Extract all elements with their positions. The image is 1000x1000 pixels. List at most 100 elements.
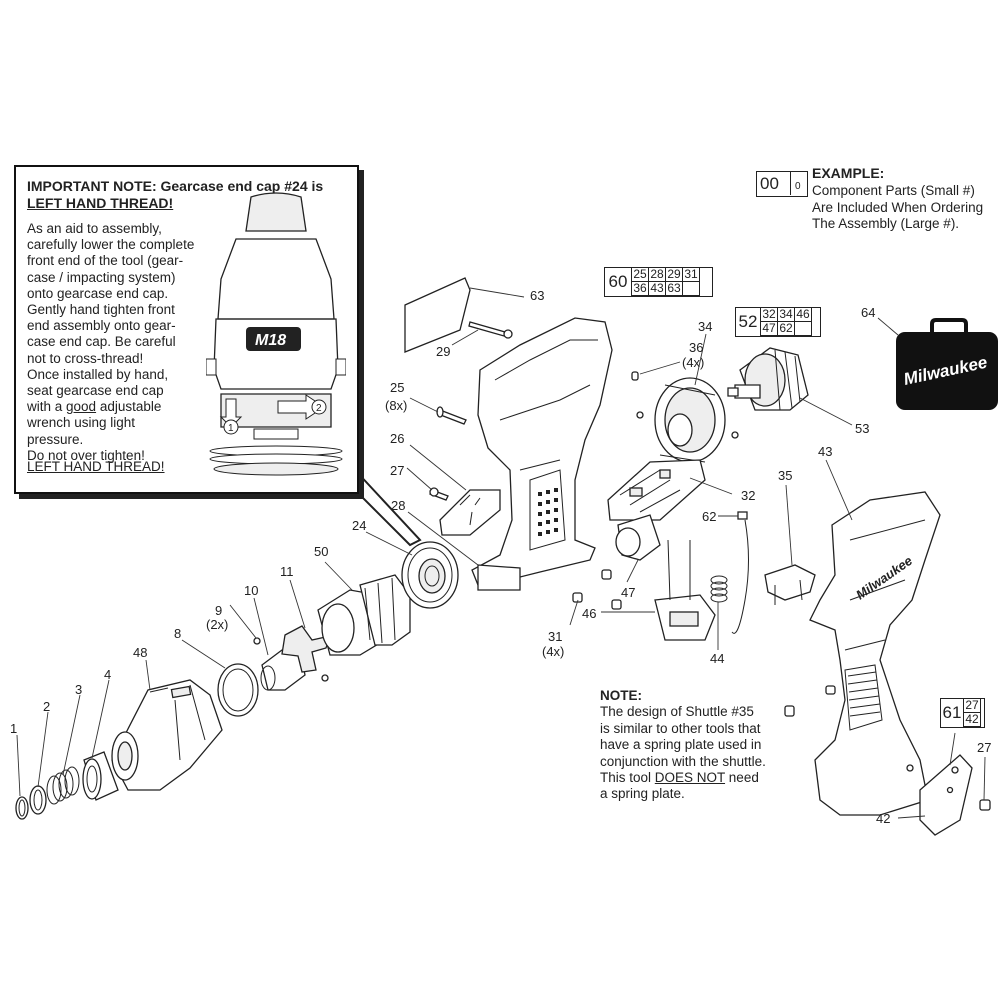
note-line: onto gearcase end cap. (27, 285, 169, 301)
part-32-pcb (607, 459, 706, 521)
note-line-pre: with a (27, 399, 67, 415)
callout-9: 9 (215, 603, 222, 618)
step-1-label: 1 (228, 423, 234, 434)
part-62-clip (731, 511, 749, 634)
component-cell: 31 (682, 267, 700, 282)
assembly-60-components: 25 28 29 31 36 43 63 (631, 267, 700, 296)
part-44-spring (710, 575, 728, 603)
note-line: wrench using light (27, 415, 136, 431)
example-big-number: 00 (760, 174, 779, 193)
callout-27-right: 27 (977, 740, 991, 755)
assembly-61-components: 27 42 (963, 698, 981, 727)
callout-48: 48 (133, 645, 147, 660)
note-line: end assembly onto gear- (27, 318, 176, 334)
example-legend: 00 0 EXAMPLE: Component Parts (Small #) … (756, 165, 996, 235)
shuttle-note-line: a spring plate. (600, 786, 685, 802)
part-29-screw (468, 321, 513, 339)
callout-63: 63 (530, 288, 544, 303)
component-cell: 36 (631, 281, 649, 296)
part-46-battery-terminal (654, 539, 716, 641)
callout-26: 26 (390, 431, 404, 446)
note-line: seat gearcase end cap (27, 383, 164, 399)
callout-2: 2 (43, 699, 50, 714)
example-line: The Assembly (Large #). (812, 216, 960, 231)
callout-8: 8 (174, 626, 181, 641)
assembly-52-components: 32 34 46 47 62 (760, 307, 812, 336)
callout-4: 4 (104, 667, 111, 682)
component-cell (682, 281, 700, 296)
part-42-belt-clip (919, 754, 973, 836)
component-cell: 28 (648, 267, 666, 282)
important-note-box: IMPORTANT NOTE: Gearcase end cap #24 is … (14, 165, 359, 494)
part-11-hammer-pin (281, 625, 331, 673)
note-line: Once installed by hand, (27, 366, 169, 382)
example-title: EXAMPLE: (812, 165, 885, 181)
part-53-rotor-fan (727, 347, 809, 411)
part-3-spring (46, 766, 80, 805)
note-title-emph: LEFT HAND THREAD! (27, 195, 174, 211)
callout-1: 1 (10, 721, 17, 736)
shuttle-note-line: This tool DOES NOT need (600, 770, 800, 786)
housing-half-60 (471, 317, 613, 591)
note-line: pressure. (27, 431, 84, 447)
callout-44: 44 (710, 651, 724, 666)
callout-47: 47 (621, 585, 635, 600)
note-pointer (354, 467, 422, 547)
callout-42: 42 (876, 811, 890, 826)
callout-31-qty: (4x) (542, 644, 564, 659)
part-64-carrying-case: Milwaukee (896, 318, 998, 410)
m18-logo-text: M18 (255, 332, 286, 349)
note-title: IMPORTANT NOTE: Gearcase end cap #24 is … (27, 178, 347, 212)
callout-50: 50 (314, 544, 328, 559)
example-text: Component Parts (Small #) Are Included W… (812, 183, 997, 233)
part-63-label (404, 277, 471, 353)
note-line-emph: good (66, 399, 97, 415)
callout-64: 64 (861, 305, 875, 320)
callout-25-qty: (8x) (385, 398, 407, 413)
callout-labels: 1 2 3 4 48 8 9 (2x) 10 11 50 24 28 27 26… (10, 288, 991, 826)
note-line: front end of the tool (gear- (27, 253, 184, 269)
note-line: not to cross-thread! (27, 350, 144, 366)
assembly-61-box: 61 27 42 (940, 698, 985, 728)
shuttle-note-line: have a spring plate used in (600, 737, 762, 753)
callout-32: 32 (741, 488, 755, 503)
assembly-60-number: 60 (605, 268, 632, 296)
note-line: case / impacting system) (27, 269, 176, 285)
component-cell: 62 (777, 321, 795, 336)
callout-11: 11 (280, 564, 294, 579)
component-cell: 63 (665, 281, 683, 296)
note-footer: LEFT HAND THREAD! (27, 459, 165, 474)
example-line: Component Parts (Small #) (812, 183, 975, 198)
callout-25: 25 (390, 380, 404, 395)
callout-34: 34 (698, 319, 712, 334)
loose-pins-43 (784, 685, 836, 717)
callout-43: 43 (818, 444, 832, 459)
example-small-number: 0 (795, 181, 801, 192)
component-cell: 32 (760, 307, 778, 322)
part-27-clip-screw (979, 799, 991, 811)
note-line: Do not over tighten! (27, 447, 145, 463)
part-35-shuttle (764, 564, 816, 605)
note-line: with a good adjustable (27, 399, 212, 415)
example-line: Are Included When Ordering (812, 199, 984, 215)
shuttle-note-post: need (725, 770, 759, 786)
shuttle-note: NOTE: The design of Shuttle #35 is simil… (600, 688, 800, 803)
part-36-pins (631, 371, 639, 381)
gearcase-illustration: M18 1 2 (206, 192, 346, 476)
assembly-61-number: 61 (941, 699, 964, 727)
callout-31: 31 (548, 629, 562, 644)
part-34-stator (636, 377, 739, 463)
shuttle-note-title: NOTE: (600, 688, 642, 703)
part-4-sleeve (82, 751, 119, 801)
assembly-52-box: 52 32 34 46 47 62 (735, 307, 821, 337)
component-cell: 42 (963, 712, 981, 727)
leader-lines (16, 287, 986, 819)
component-cell: 34 (777, 307, 795, 322)
shuttle-note-emph: DOES NOT (654, 770, 726, 786)
component-cell: 43 (648, 281, 666, 296)
component-cell (794, 321, 812, 336)
callout-53: 53 (855, 421, 869, 436)
part-24-gearcase-end-cap (401, 541, 459, 609)
part-27-screw (429, 487, 449, 501)
